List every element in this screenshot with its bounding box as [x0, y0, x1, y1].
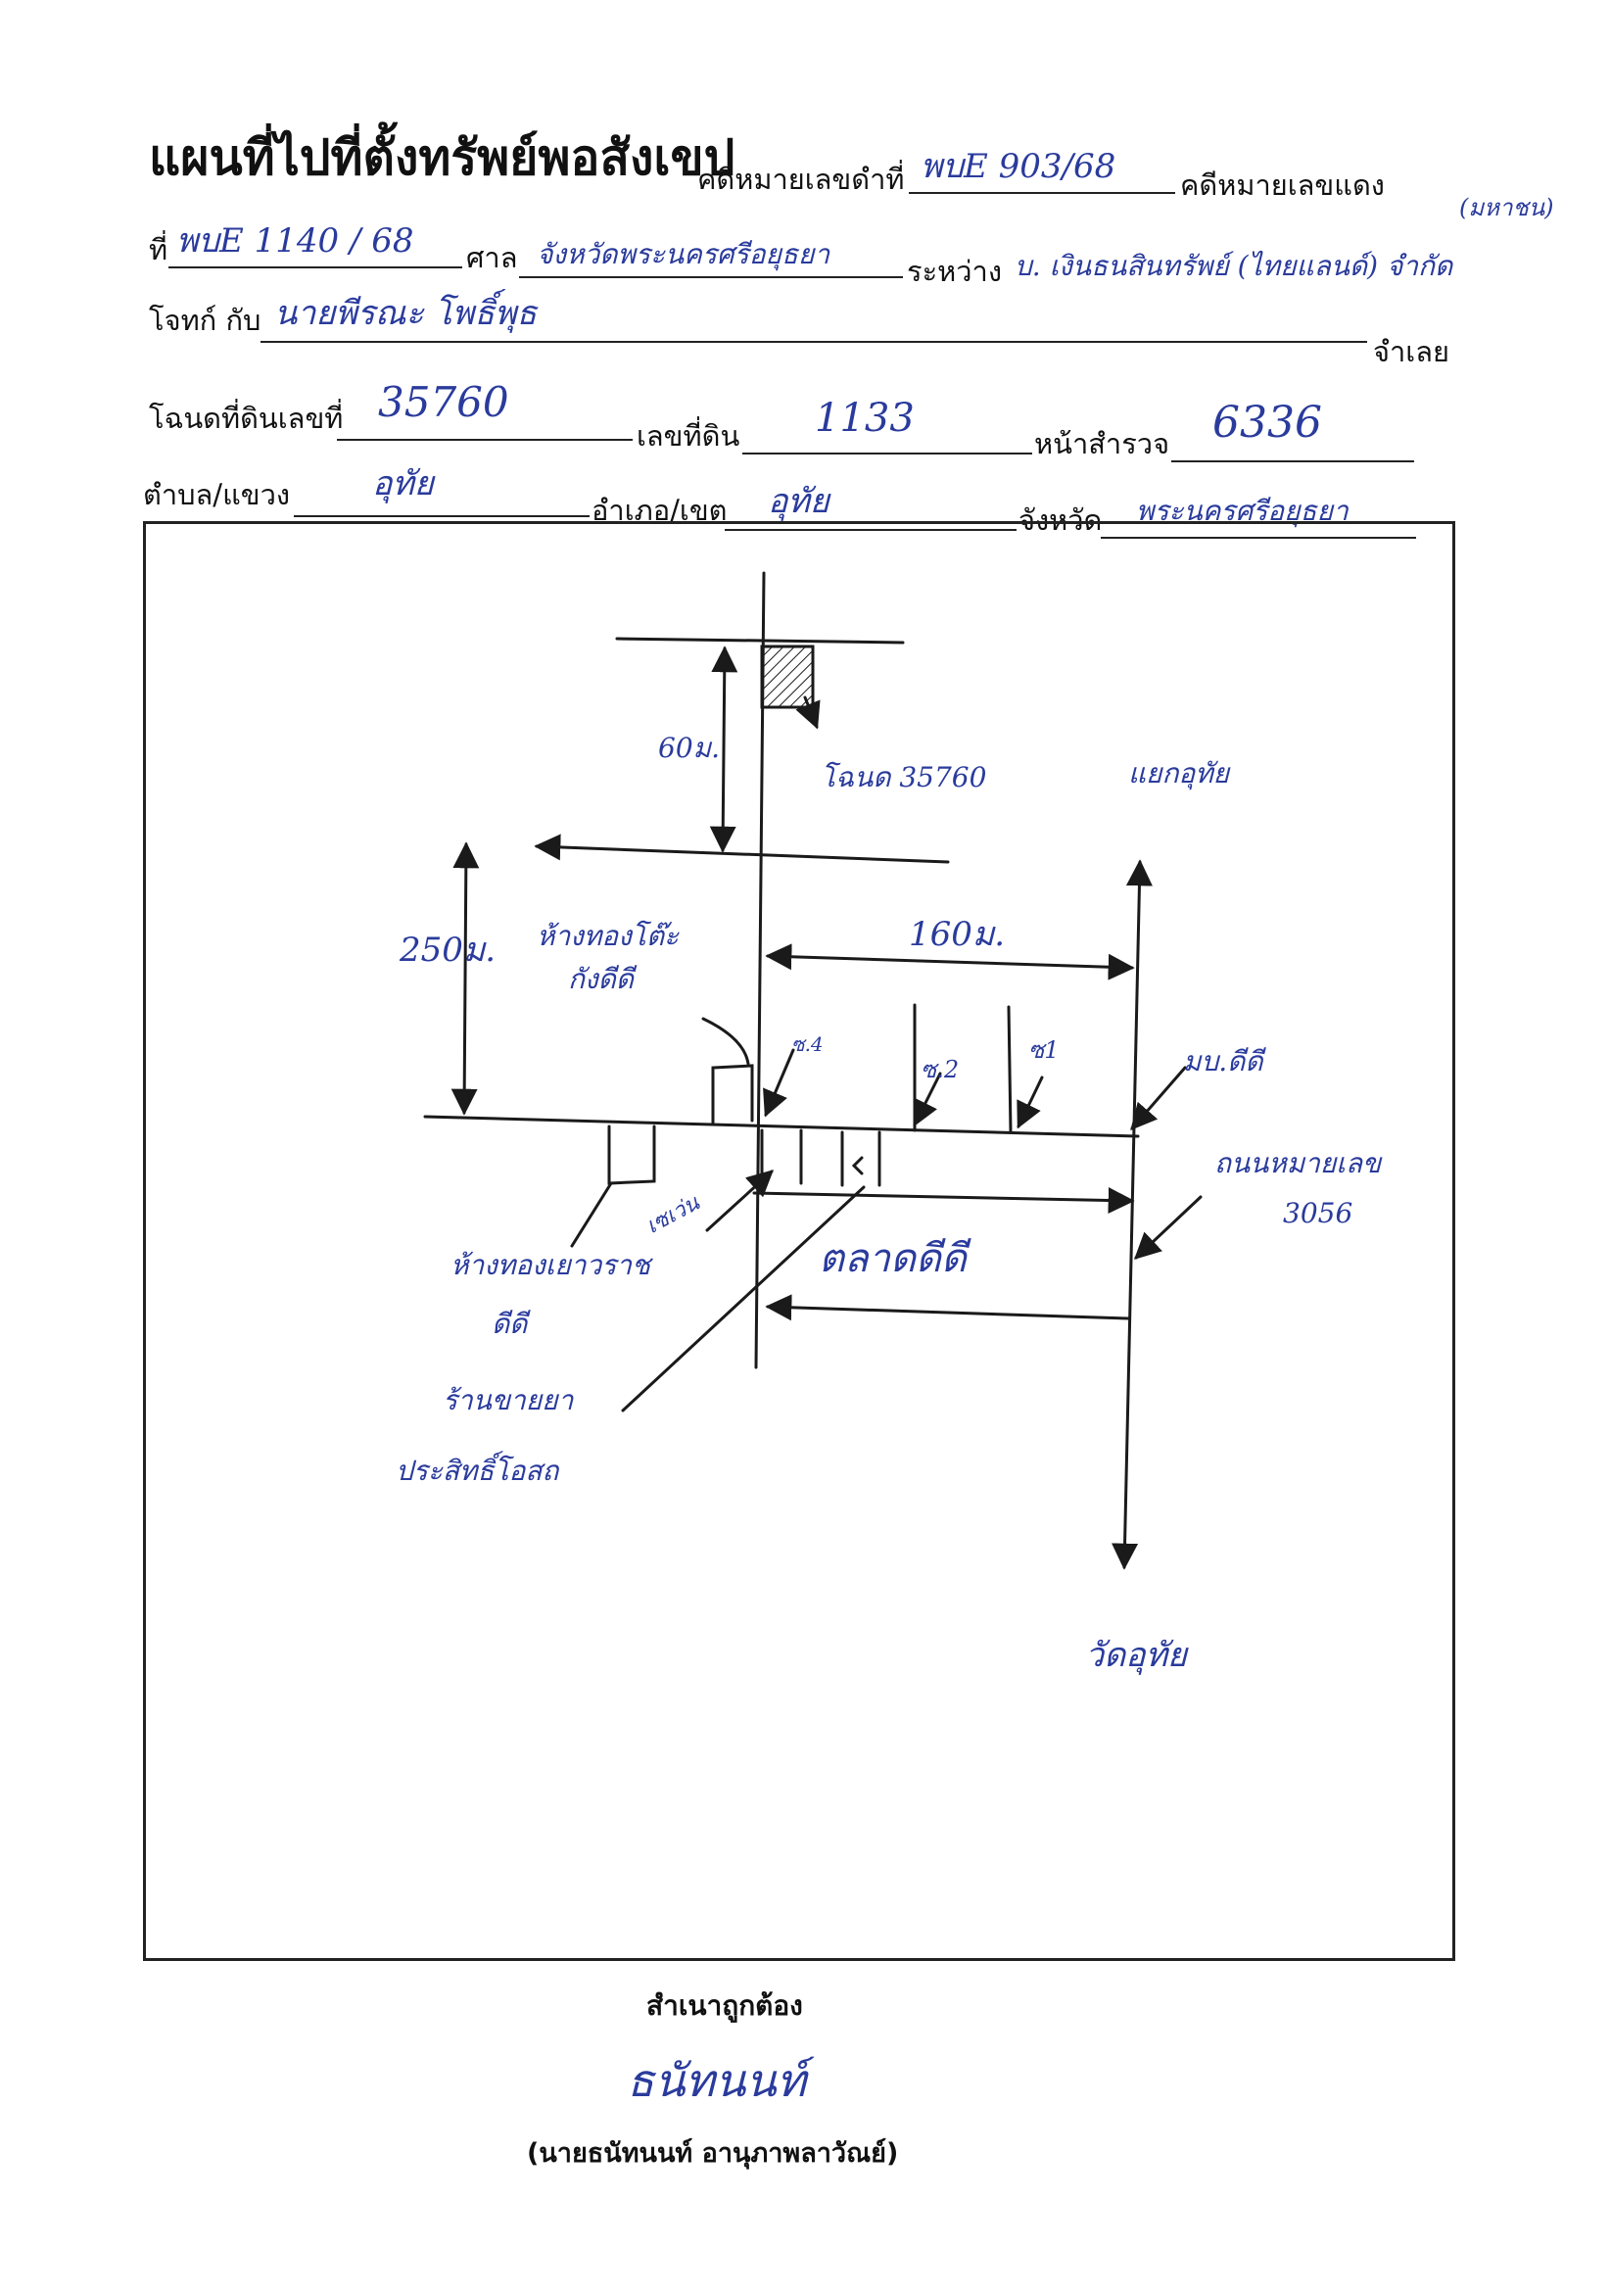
- soi-1-pointer: [1017, 1076, 1044, 1129]
- survey-value: 6336: [1212, 398, 1322, 448]
- map-gold-shop-top: ห้างทองโต๊ะ: [537, 920, 680, 952]
- signature: ธนัทนนท์: [627, 2054, 807, 2107]
- red-case-label: คดีหมายเลขแดง: [1180, 168, 1385, 202]
- gold-shop-bottom-leader: [570, 1181, 613, 1248]
- court-label: ศาล: [466, 241, 518, 274]
- gold-shop-top-box: [711, 1064, 754, 1124]
- defendant-suffix-label: จำเลย: [1373, 335, 1449, 368]
- tambon-value: อุทัย: [372, 464, 434, 503]
- map-gold-shop-bottom: ห้างทองเยาวราช: [450, 1249, 650, 1281]
- form-title: แผนที่ไปที่ตั้งทรัพย์พอสังเขป: [149, 128, 735, 186]
- black-case-value: พบE 903/68: [921, 147, 1116, 186]
- certifier-name: (นายธนัทนนท์ อานุภาพลาวัณย์): [527, 2138, 899, 2169]
- tambon-line: [294, 515, 590, 517]
- map-dist-60: 60ม.: [658, 732, 720, 764]
- seven-pointer: [705, 1170, 774, 1232]
- dim-160: [765, 943, 1135, 981]
- road-pointer: [1134, 1195, 1203, 1260]
- middle-road: [534, 834, 950, 864]
- map-road-label: ถนนหมายเลข: [1214, 1147, 1382, 1179]
- certified-copy-label: สำเนาถูกต้อง: [646, 1989, 803, 2022]
- defendant-value: นายพีรณะ โพธิ์พุธ: [274, 294, 538, 333]
- map-pharmacy: ร้านขายยา: [443, 1384, 574, 1416]
- bank-pointer: [1130, 1066, 1187, 1131]
- survey-label: หน้าสำรวจ: [1034, 427, 1170, 460]
- amphoe-line: [725, 529, 1017, 531]
- plaintiff-suffix-label: โจทก์ กับ: [149, 304, 261, 337]
- gold-shop-bottom-box: [607, 1124, 656, 1185]
- top-street: [615, 637, 905, 645]
- map-market: ตลาดดีดี: [819, 1236, 967, 1281]
- red-case-no-label: ที่: [149, 233, 168, 266]
- map-gold-shop-bottom-2: ดีดี: [492, 1308, 528, 1340]
- land-no-line: [742, 453, 1032, 454]
- shop-mark: [851, 1156, 864, 1175]
- land-no-label: เลขที่ดิน: [637, 419, 740, 453]
- gold-shop-top-leader: [701, 1017, 750, 1066]
- court-line: [519, 276, 903, 278]
- soi-2-pointer: [913, 1072, 942, 1127]
- court-value: จังหวัดพระนครศรีอยุธยา: [537, 238, 830, 270]
- deed-pointer: [795, 695, 821, 730]
- shop-row-baseline: [752, 1186, 1135, 1214]
- plaintiff-note: (มหาชน): [1459, 194, 1554, 221]
- deed-label: โฉนดที่ดินเลขที่: [149, 402, 344, 435]
- map-marker-s1: ซ1: [1028, 1036, 1060, 1064]
- map-gold-shop-top-2: กังดีดี: [568, 963, 634, 995]
- tambon-label: ตำบล/แขวง: [143, 478, 291, 511]
- map-deed-label: โฉนด 35760: [821, 761, 987, 793]
- soi-4-pointer: [763, 1048, 795, 1118]
- deed-value: 35760: [378, 378, 509, 426]
- red-case-line: [168, 266, 462, 268]
- between-label: ระหว่าง: [907, 255, 1002, 288]
- map-pharmacy-2: ประสิทธิ์โอสถ: [396, 1455, 559, 1487]
- map-dist-160: 160ม.: [909, 915, 1006, 954]
- map-frame: [143, 521, 1455, 1961]
- main-road-3056: [1112, 859, 1153, 1570]
- defendant-line: [260, 341, 1367, 343]
- pharmacy-pointer: [621, 1185, 866, 1412]
- map-road-no: 3056: [1283, 1197, 1353, 1229]
- market-span: [765, 1294, 1130, 1321]
- map-dist-250: 250ม.: [400, 931, 497, 970]
- province-line: [1101, 537, 1416, 539]
- soi-1-line: [1007, 1005, 1013, 1134]
- province-label: จังหวัด: [1018, 503, 1103, 537]
- land-no-value: 1133: [815, 396, 915, 441]
- survey-line: [1171, 460, 1414, 462]
- dim-250: [450, 841, 480, 1116]
- plaintiff-value: บ. เงินธนสินทรัพย์ (ไทยแลนด์) จำกัด: [1015, 250, 1453, 282]
- black-case-label: คดีหมายเลขดำที่: [697, 163, 905, 196]
- black-case-line: [909, 192, 1175, 194]
- map-marker-s2: ซ.2: [921, 1056, 960, 1083]
- map-temple: วัดอุทัย: [1085, 1636, 1187, 1675]
- bottom-road: [423, 1115, 1140, 1138]
- shop-row: [760, 1128, 881, 1187]
- map-junction-label: แยกอุทัย: [1128, 757, 1230, 789]
- red-case-value: พบE 1140 / 68: [176, 221, 414, 261]
- map-marker-s4: ซ.4: [791, 1032, 824, 1056]
- amphoe-value: อุทัย: [768, 482, 829, 521]
- dim-60: [709, 646, 738, 853]
- deed-line: [337, 439, 633, 441]
- map-bank: มบ.ดีดี: [1183, 1045, 1263, 1077]
